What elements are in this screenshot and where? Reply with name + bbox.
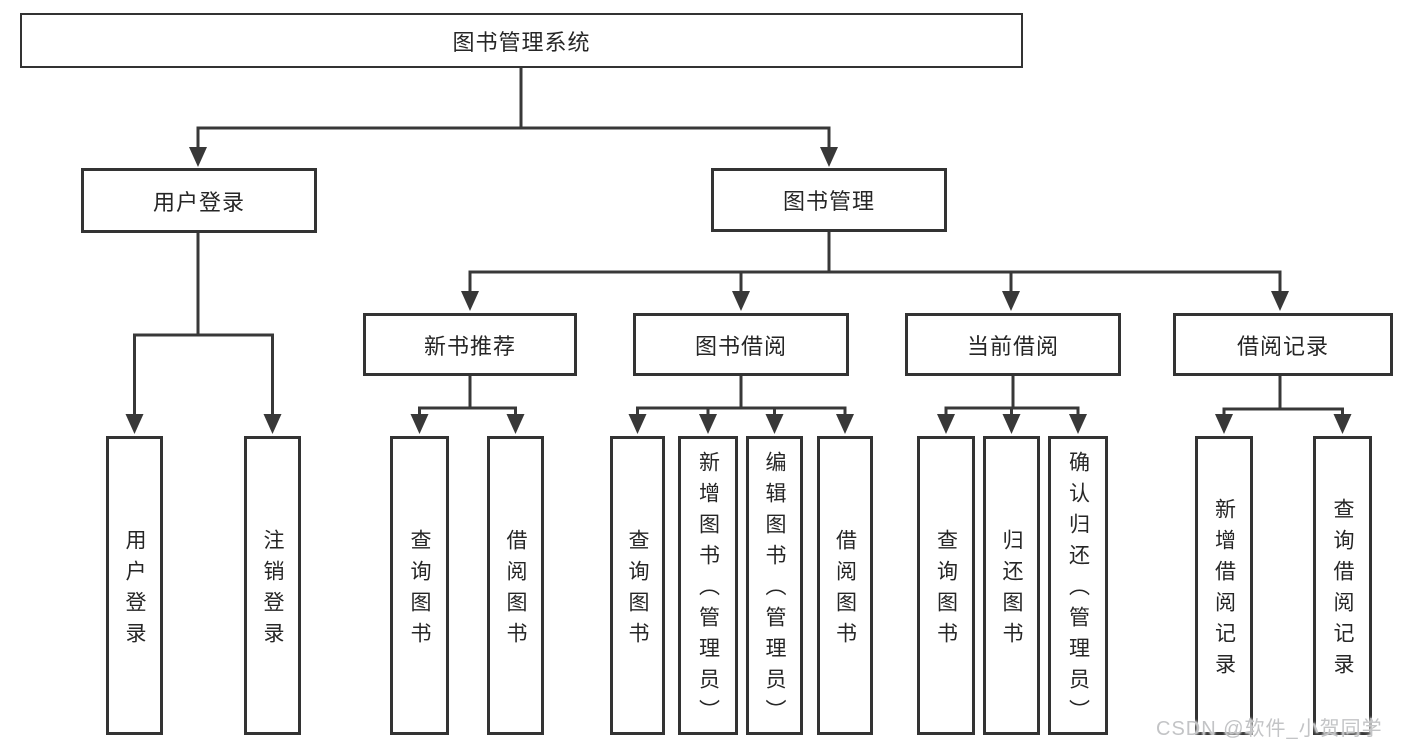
- connector-borrow-records-to-leaves: [1215, 376, 1352, 434]
- connector-current-borrow-to-leaves: [937, 376, 1087, 434]
- node-book-management: 图书管理: [711, 168, 947, 232]
- node-label: 图书管理: [782, 189, 875, 214]
- node-label: 归还图书: [1000, 528, 1023, 653]
- node-label: 编辑图书（管理员）: [763, 451, 786, 730]
- node-user-login: 用户登录: [81, 168, 317, 233]
- node-current-borrow: 当前借阅: [905, 313, 1121, 376]
- csdn-watermark: CSDN @软件_小贺同学: [1156, 718, 1383, 740]
- node-leaf-edit-books-admin: 编辑图书（管理员）: [746, 436, 803, 735]
- connector-root-to-level1: [189, 68, 838, 167]
- node-label: 注销登录: [261, 528, 284, 653]
- node-leaf-add-borrow-record: 新增借阅记录: [1195, 436, 1253, 735]
- node-leaf-user-login: 用户登录: [106, 436, 163, 735]
- node-book-borrow: 图书借阅: [633, 313, 849, 376]
- connector-user-login-to-leaves: [125, 233, 282, 434]
- node-label: 查询图书: [626, 528, 649, 653]
- node-leaf-borrow-books-recommend: 借阅图书: [487, 436, 544, 735]
- node-label: 新书推荐: [423, 333, 516, 359]
- node-borrow-records: 借阅记录: [1173, 313, 1393, 376]
- node-label: 确认归还（管理员）: [1066, 451, 1090, 730]
- node-leaf-query-books-borrow: 查询图书: [610, 436, 665, 735]
- node-leaf-return-books: 归还图书: [983, 436, 1040, 735]
- node-new-book-recommend: 新书推荐: [363, 313, 577, 376]
- node-label: 查询借阅记录: [1331, 497, 1354, 684]
- connector-new-book-recommend-to-leaves: [410, 376, 525, 434]
- node-leaf-borrow-books: 借阅图书: [817, 436, 873, 735]
- connector-book-management-to-level2: [461, 232, 1289, 311]
- connector-book-borrow-to-leaves: [628, 376, 854, 434]
- node-label: 图书借阅: [694, 333, 787, 359]
- node-label: 查询图书: [934, 528, 958, 653]
- node-label: 查询图书: [408, 528, 431, 653]
- node-label: 新增借阅记录: [1212, 497, 1236, 684]
- node-label: 借阅图书: [833, 528, 857, 653]
- node-leaf-query-books-recommend: 查询图书: [390, 436, 449, 735]
- node-label: 借阅图书: [504, 528, 527, 653]
- node-leaf-query-borrow-record: 查询借阅记录: [1313, 436, 1372, 735]
- node-leaf-logout: 注销登录: [244, 436, 301, 735]
- node-label: 用户登录: [152, 189, 245, 215]
- node-leaf-add-books-admin: 新增图书（管理员）: [678, 436, 738, 735]
- node-leaf-query-books-current: 查询图书: [917, 436, 975, 735]
- node-label: 当前借阅: [966, 333, 1059, 359]
- node-label: 图书管理系统: [452, 29, 591, 55]
- node-label: 借阅记录: [1236, 333, 1329, 359]
- node-library-management-system: 图书管理系统: [20, 13, 1023, 68]
- node-label: 新增图书（管理员）: [696, 451, 720, 730]
- node-label: 用户登录: [123, 528, 146, 653]
- node-leaf-confirm-return-admin: 确认归还（管理员）: [1048, 436, 1108, 735]
